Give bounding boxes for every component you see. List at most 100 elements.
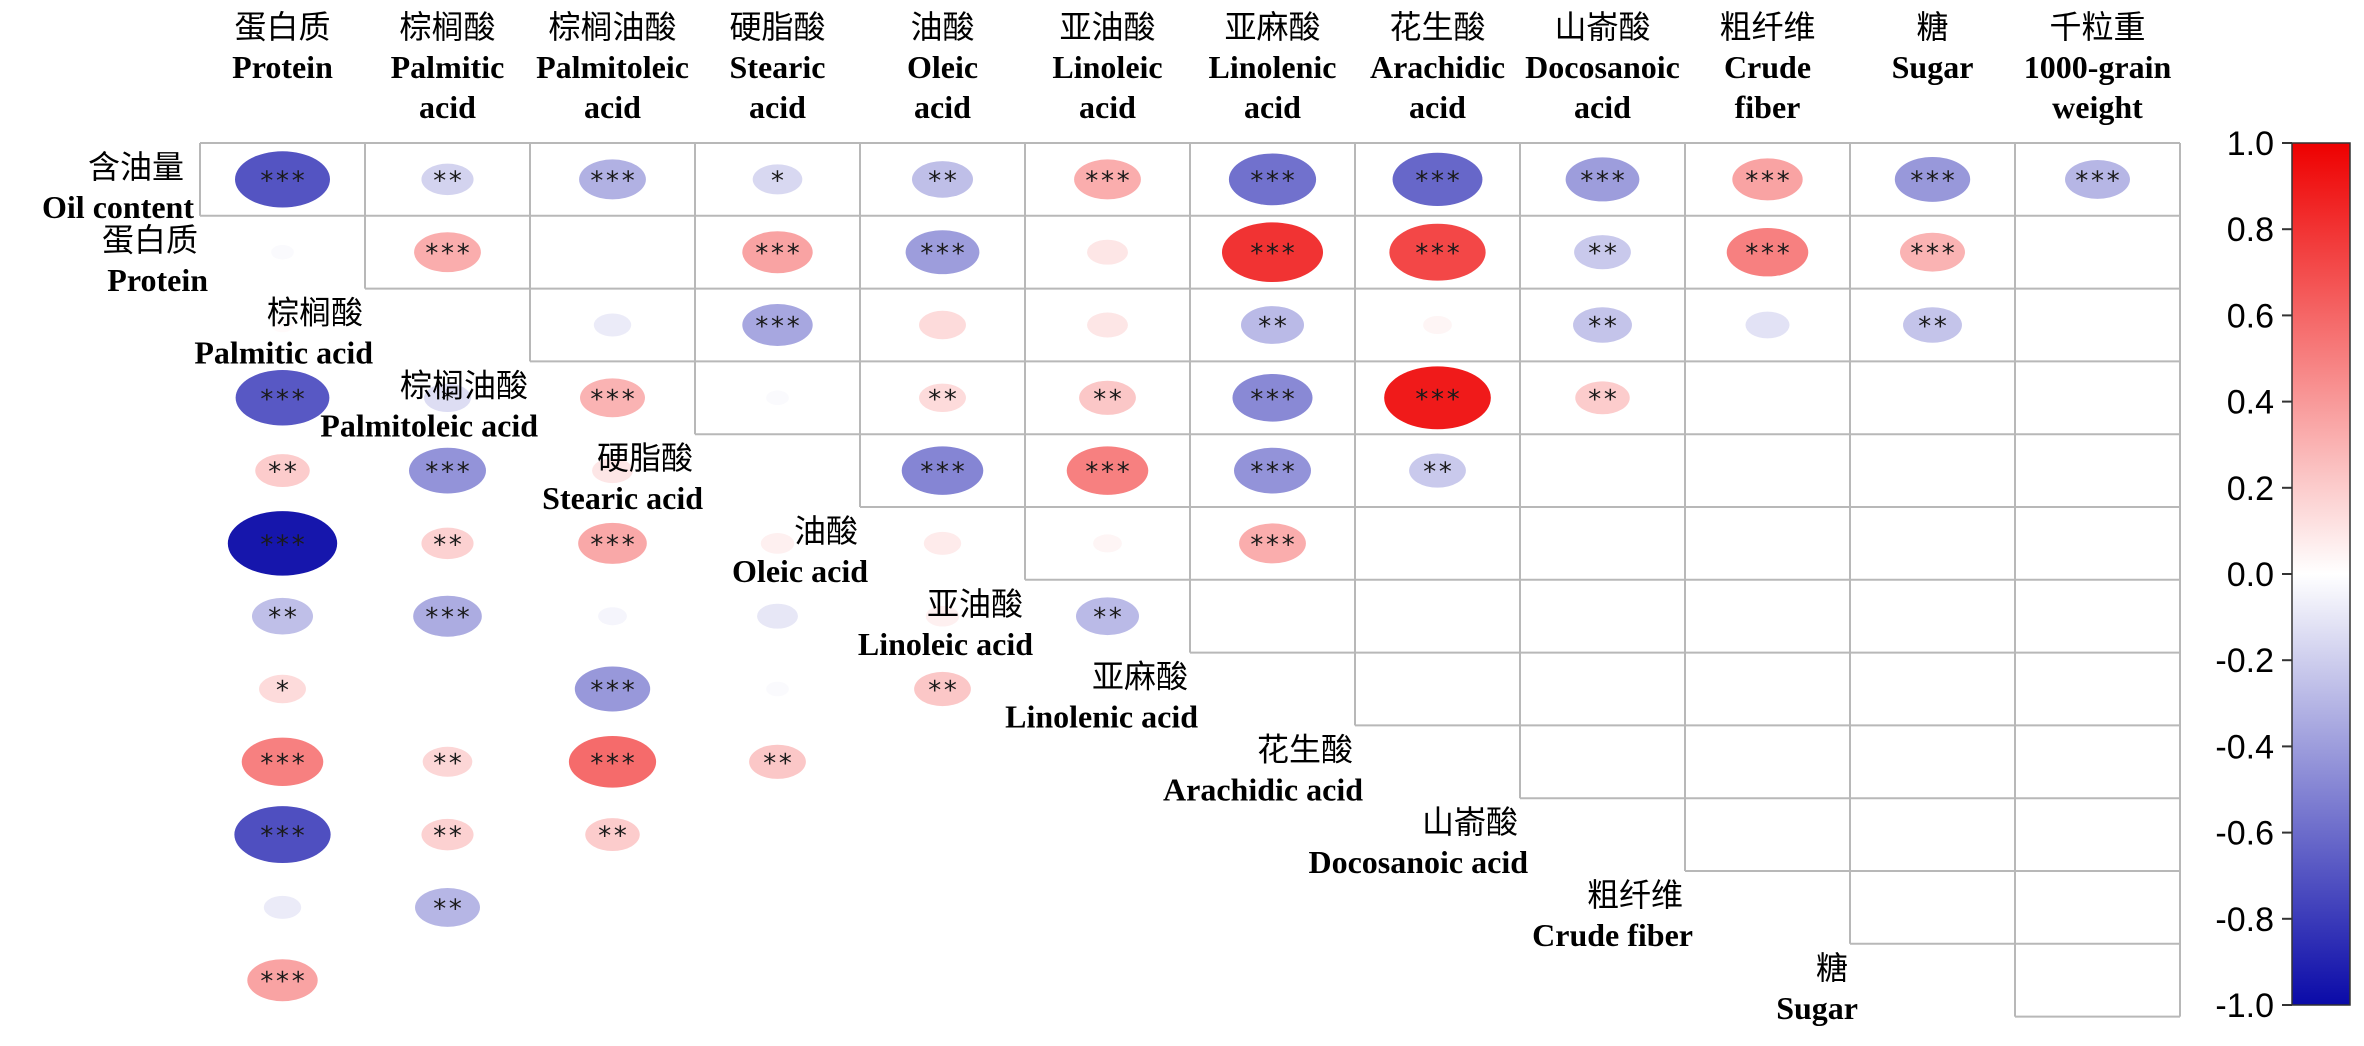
significance-label: ** [1092, 385, 1123, 415]
row-label-cn: 亚麻酸 [1092, 658, 1188, 696]
column-header-en: Docosanoic [1525, 49, 1680, 85]
colorbar-tick-label: -0.8 [2215, 901, 2274, 939]
significance-label: ** [432, 166, 463, 196]
corr-ellipse-r7-c2 [574, 666, 651, 712]
significance-label: *** [424, 458, 471, 488]
corr-ellipse-r7-c1 [443, 686, 452, 692]
column-header-en: Linolenic [1208, 49, 1336, 85]
significance-label: *** [1909, 166, 1956, 196]
column-header-cn: 油酸 [910, 8, 974, 46]
corr-ellipse-r3-c2 [580, 378, 645, 418]
colorbar-tick-label: -0.4 [2215, 728, 2274, 766]
significance-label: ** [1257, 312, 1288, 342]
correlation-ellipses: ****************************************… [227, 151, 2130, 1002]
corr-ellipse-r1-c8 [1574, 235, 1631, 270]
corr-ellipse-r9-c2 [585, 818, 640, 852]
corr-ellipse-r2-c7 [1423, 316, 1452, 334]
row-label-cn: 蛋白质 [102, 221, 198, 259]
column-header-en: Arachidic [1370, 49, 1505, 85]
corr-ellipse-r0-c8 [1565, 157, 1640, 202]
significance-label: *** [1744, 239, 1791, 269]
corr-ellipse-r1-c0 [271, 244, 294, 260]
colorbar-tick-label: -1.0 [2215, 987, 2274, 1025]
significance-label: *** [589, 385, 636, 415]
significance-label: *** [589, 166, 636, 196]
significance-label: *** [1084, 458, 1131, 488]
corr-ellipse-r0-c2 [579, 159, 646, 200]
significance-label: * [770, 166, 786, 196]
corr-ellipse-r6-c3 [757, 603, 798, 629]
colorbar-tick-label: 1.0 [2227, 125, 2274, 163]
row-label-en: Docosanoic acid [1308, 844, 1528, 880]
significance-label: *** [1249, 385, 1296, 415]
axis-labels: 蛋白质Protein棕榈酸Palmiticacid棕榈油酸Palmitoleic… [42, 8, 2171, 1026]
corr-ellipse-r8-c3 [749, 744, 806, 779]
colorbar-tick-label: 0.6 [2227, 297, 2274, 335]
column-header-en: Crude [1724, 49, 1811, 85]
corr-ellipse-r4-c6 [1234, 447, 1311, 494]
corr-ellipse-r10-c0 [263, 895, 302, 919]
significance-label: *** [1909, 239, 1956, 269]
corr-ellipse-r7-c0 [259, 674, 306, 704]
corr-ellipse-r8-c0 [241, 737, 324, 787]
row-label-en: Oil content [42, 189, 194, 225]
corr-ellipse-r4-c3 [773, 467, 782, 474]
corr-ellipse-r6-c0 [251, 597, 314, 635]
row-label-cn: 油酸 [794, 512, 858, 550]
corr-ellipse-r2-c9 [1745, 311, 1790, 339]
corr-ellipse-r0-c7 [1392, 152, 1483, 207]
corr-ellipse-r3-c1 [424, 383, 471, 413]
significance-label: *** [424, 239, 471, 269]
column-header-cn: 棕榈油酸 [548, 8, 676, 46]
significance-label: *** [754, 312, 801, 342]
column-header-en: Palmitic [391, 49, 505, 85]
significance-label: ** [1587, 239, 1618, 269]
corr-ellipse-r1-c9 [1726, 227, 1809, 277]
row-label-en: Arachidic acid [1163, 771, 1363, 807]
corr-ellipse-r3-c6 [1232, 374, 1313, 422]
corr-ellipse-r7-c4 [914, 671, 971, 707]
column-header-en: acid [1409, 89, 1466, 125]
corr-ellipse-r2-c6 [1240, 306, 1305, 344]
significance-label: ** [1422, 458, 1453, 488]
corr-ellipse-r0-c9 [1732, 158, 1803, 201]
corr-ellipse-r5-c0 [227, 511, 338, 576]
colorbar-tick-label: 0.0 [2227, 556, 2274, 594]
corr-ellipse-r4-c1 [409, 447, 486, 494]
corr-ellipse-r10-c1 [415, 887, 480, 927]
significance-label: *** [919, 458, 966, 488]
corr-ellipse-r5-c2 [578, 522, 647, 564]
corr-ellipse-r0-c4 [911, 161, 974, 198]
column-header-en: 1000-grain [2024, 49, 2172, 85]
corr-ellipse-r3-c4 [919, 383, 966, 413]
corr-ellipse-r1-c6 [1221, 222, 1324, 283]
significance-label: *** [1579, 166, 1626, 196]
colorbar-tick-label: 0.2 [2227, 470, 2274, 508]
significance-label: ** [927, 676, 958, 706]
significance-label: *** [589, 676, 636, 706]
corr-ellipse-r5-c1 [421, 527, 474, 560]
corr-ellipse-r2-c5 [1087, 312, 1128, 338]
column-header-en: acid [419, 89, 476, 125]
row-label-cn: 亚油酸 [927, 585, 1023, 623]
column-header-cn: 千粒重 [2049, 8, 2145, 46]
row-label-en: Palmitic acid [194, 335, 373, 371]
significance-label: * [275, 676, 291, 706]
colorbar-tick-label: 0.4 [2227, 384, 2274, 422]
corr-ellipse-r3-c7 [1384, 366, 1491, 430]
column-header-cn: 蛋白质 [234, 8, 330, 46]
row-label-cn: 硬脂酸 [597, 439, 693, 477]
